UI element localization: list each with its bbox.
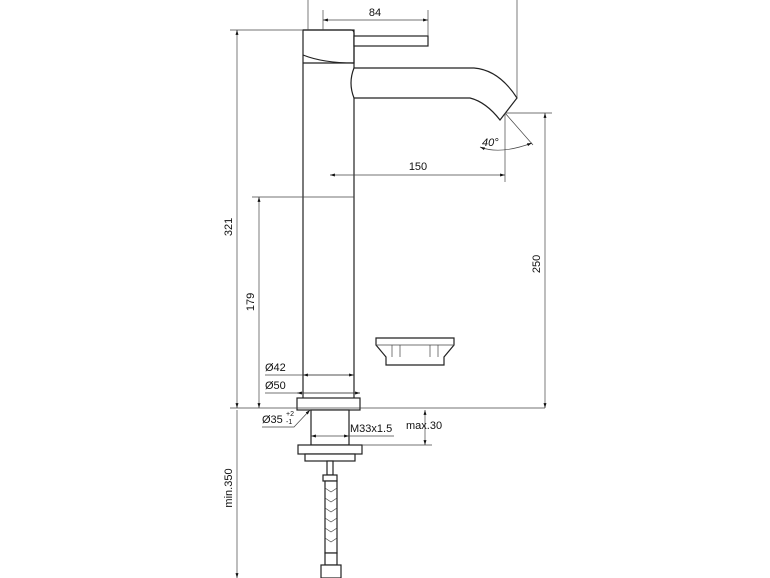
dim-thread: M33x1.5 [350, 423, 392, 435]
dim-body-height: 179 [245, 293, 257, 311]
aerator-detail [375, 337, 455, 366]
dim-hole-diameter: Ø35 [262, 414, 283, 426]
dim-max-deck: max.30 [406, 420, 442, 432]
spout [350, 67, 518, 121]
dim-body-diameter: Ø42 [265, 362, 286, 374]
dim-lever-length: 84 [369, 7, 381, 19]
dim-total-height: 321 [223, 218, 235, 236]
dim-spout-angle: 40° [482, 137, 499, 149]
dim-spout-reach: 150 [409, 161, 427, 173]
lever-handle [353, 35, 429, 47]
dim-min-hose: min.350 [223, 468, 235, 507]
fixing-nut [297, 444, 363, 455]
dimension-lines [230, 0, 552, 578]
dim-hole-tol-plus: +2 [286, 411, 294, 418]
faucet-body [296, 29, 518, 578]
dim-outlet-height: 250 [531, 255, 543, 273]
shank [310, 409, 350, 446]
dim-flange-diameter: Ø50 [265, 380, 286, 392]
dim-hole-tol-minus: -1 [286, 419, 292, 426]
